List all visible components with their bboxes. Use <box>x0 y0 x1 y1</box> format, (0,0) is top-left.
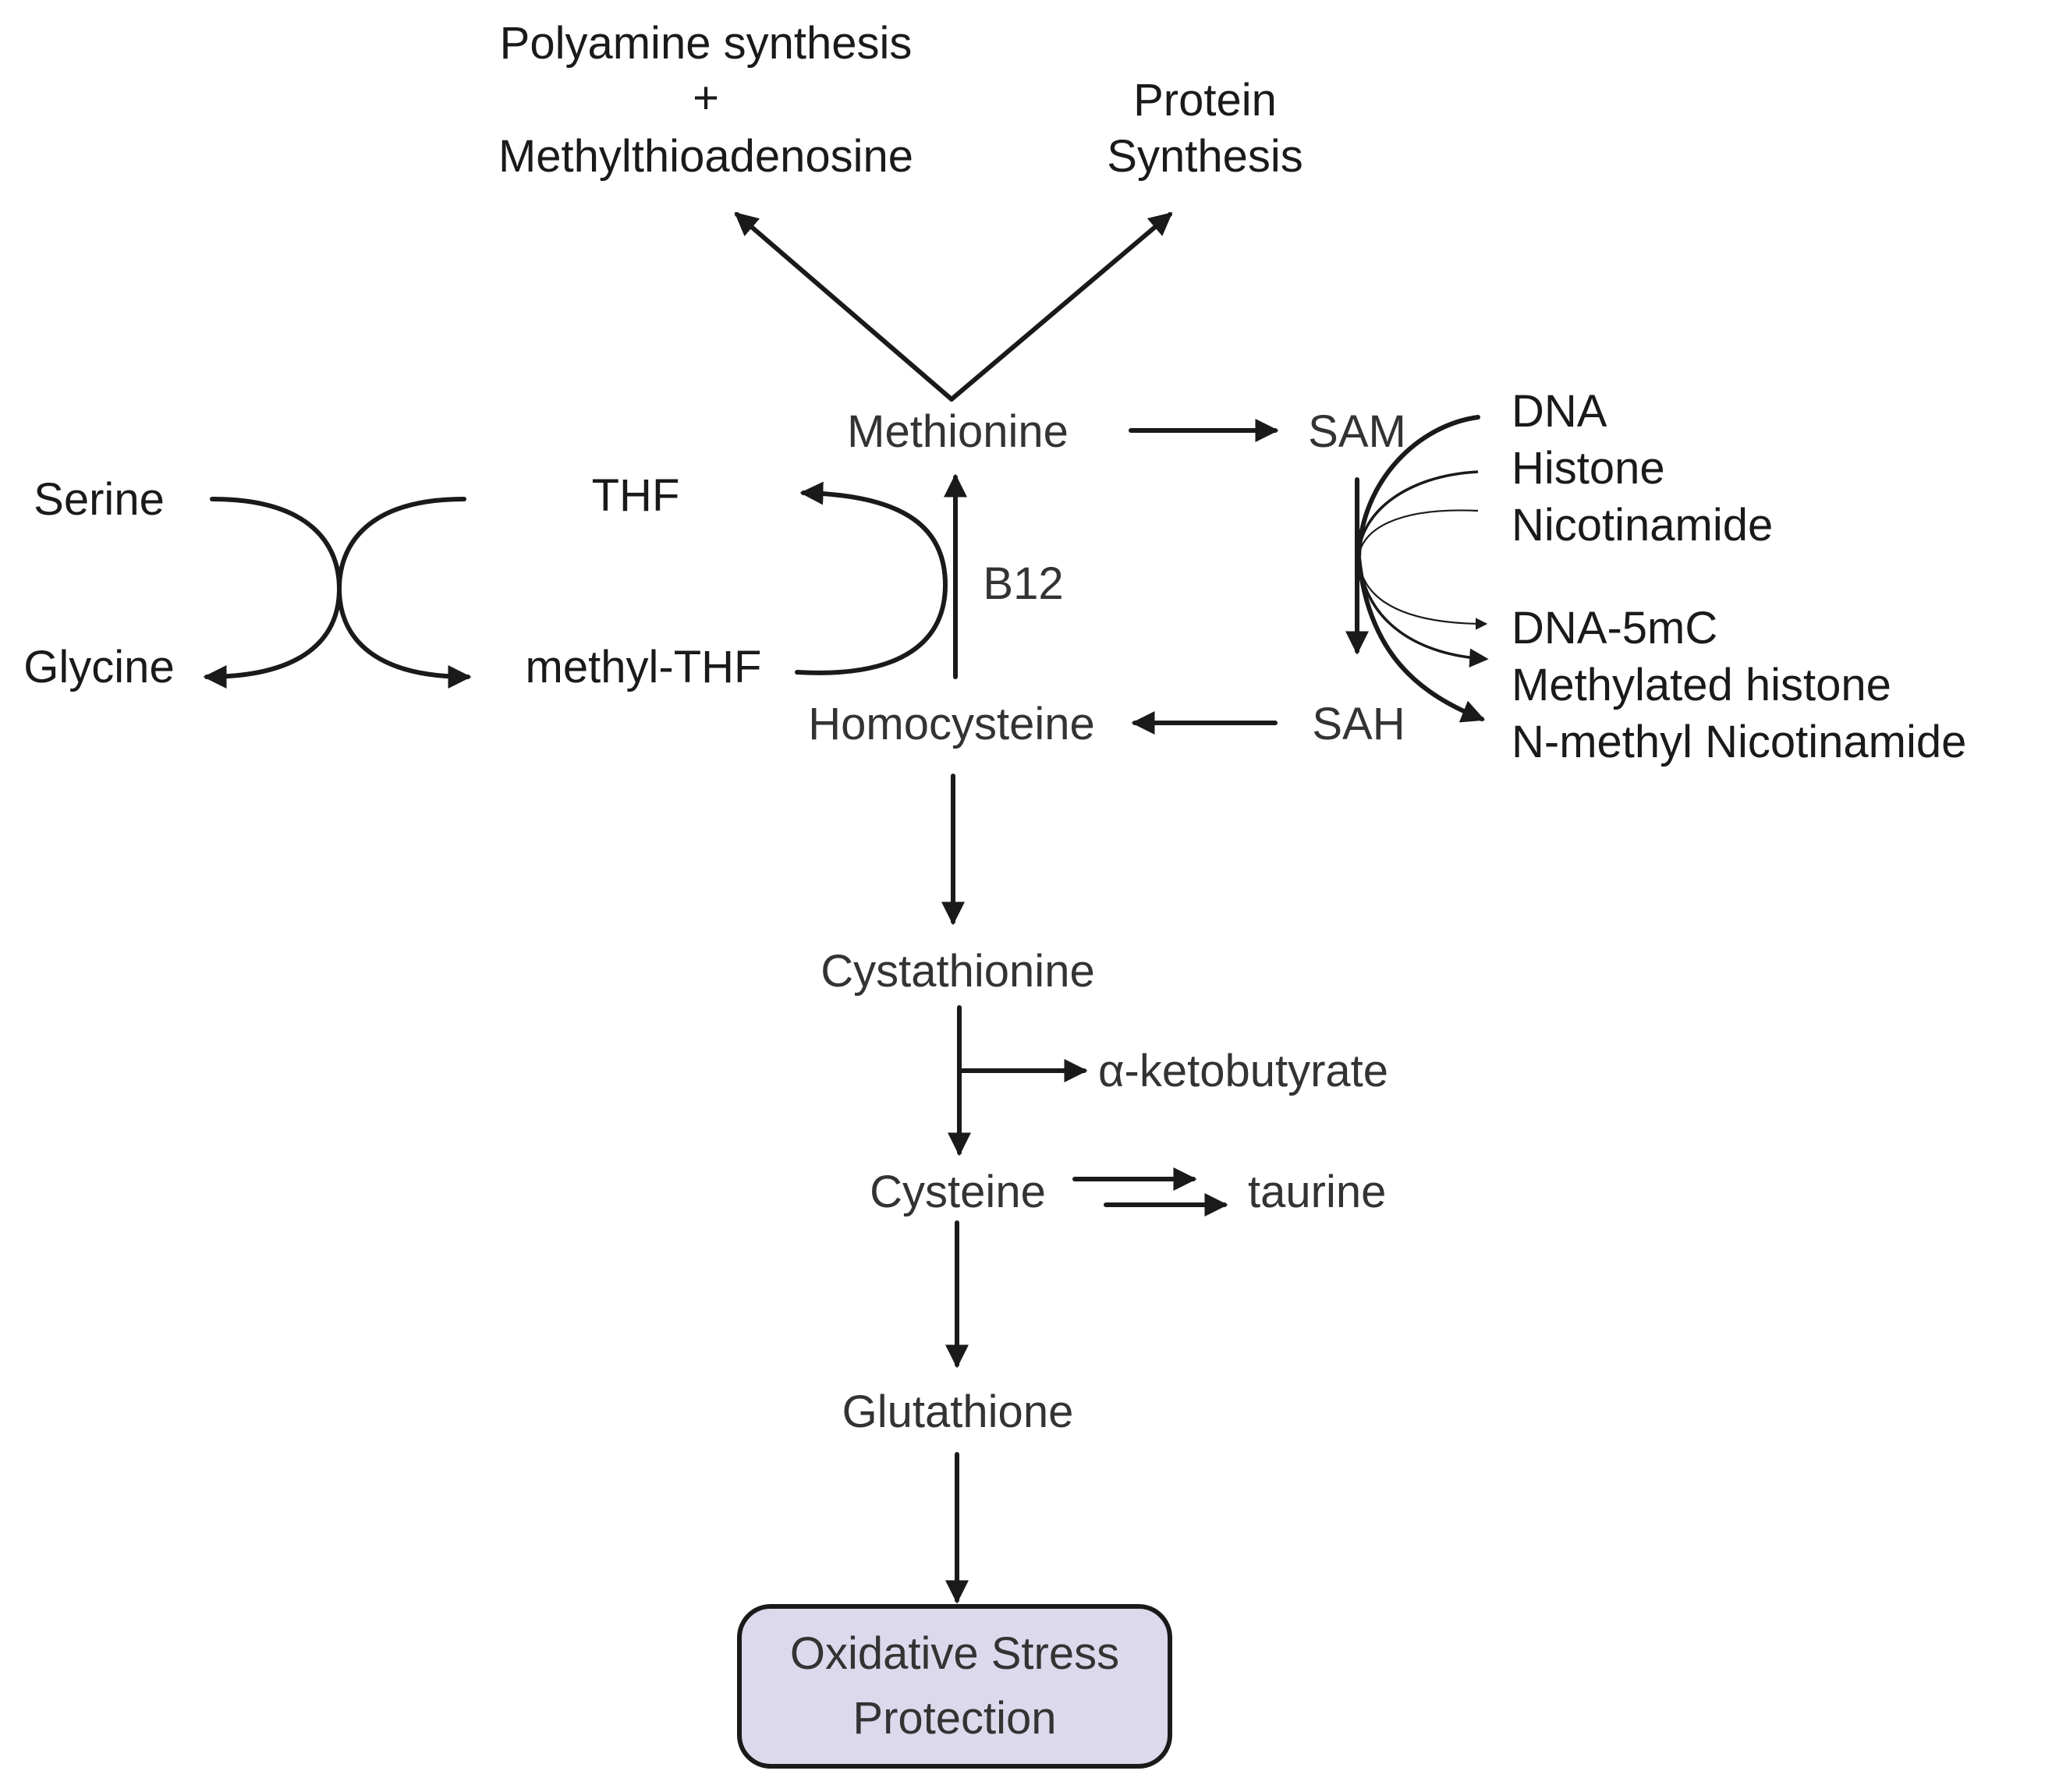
methylation-curve-dna <box>1356 415 1480 560</box>
histone-label: Histone <box>1512 443 1665 494</box>
arrow-to-dna-5mc <box>1357 557 1488 630</box>
methylation-curve-nicotinamide <box>1357 509 1479 558</box>
cystathionine-label: Cystathionine <box>820 946 1094 997</box>
ketobutyrate-label: α-ketobutyrate <box>1098 1046 1388 1096</box>
arrow-serine-to-glycine <box>203 497 342 689</box>
sam-label: SAM <box>1308 406 1406 457</box>
arrow-to-polyamine <box>734 212 954 402</box>
arrow-thf-to-methyl-thf <box>336 497 472 689</box>
taurine-label: taurine <box>1248 1167 1386 1217</box>
dna-label: DNA <box>1512 386 1607 437</box>
dna-5mc-label: DNA-5mC <box>1512 603 1717 653</box>
arrow-to-n-methyl-nicotinamide <box>1356 555 1486 723</box>
protein-label: Protein <box>1133 75 1277 126</box>
methylated-histone-label: Methylated histone <box>1512 660 1891 710</box>
methylthioadenosine-label: Methylthioadenosine <box>498 131 913 182</box>
serine-label: Serine <box>34 474 165 525</box>
methylation-curve-histone <box>1357 470 1479 558</box>
glycine-label: Glycine <box>23 642 174 692</box>
b12-label: B12 <box>983 558 1063 609</box>
polyamine-synthesis-label: Polyamine synthesis <box>500 18 913 69</box>
plus-label: + <box>693 73 719 123</box>
cysteine-label: Cysteine <box>870 1167 1046 1217</box>
arrow-to-protein-synthesis <box>949 212 1173 402</box>
homocysteine-label: Homocysteine <box>808 699 1094 749</box>
oxidative-stress-box <box>737 1604 1172 1769</box>
arrow-methyl-thf-to-thf <box>795 481 948 675</box>
thf-label: THF <box>592 470 680 521</box>
arrow-to-methylated-histone <box>1357 557 1489 668</box>
nicotinamide-label: Nicotinamide <box>1512 500 1773 551</box>
n-methyl-nicotinamide-label: N-methyl Nicotinamide <box>1512 717 1966 767</box>
methionine-label: Methionine <box>847 406 1069 457</box>
protection-label: Protection <box>852 1693 1056 1744</box>
synthesis-label: Synthesis <box>1107 131 1302 182</box>
oxidative-stress-label: Oxidative Stress <box>790 1628 1119 1679</box>
methyl-thf-label: methyl-THF <box>526 642 762 692</box>
glutathione-label: Glutathione <box>842 1386 1074 1437</box>
sah-label: SAH <box>1312 699 1405 749</box>
